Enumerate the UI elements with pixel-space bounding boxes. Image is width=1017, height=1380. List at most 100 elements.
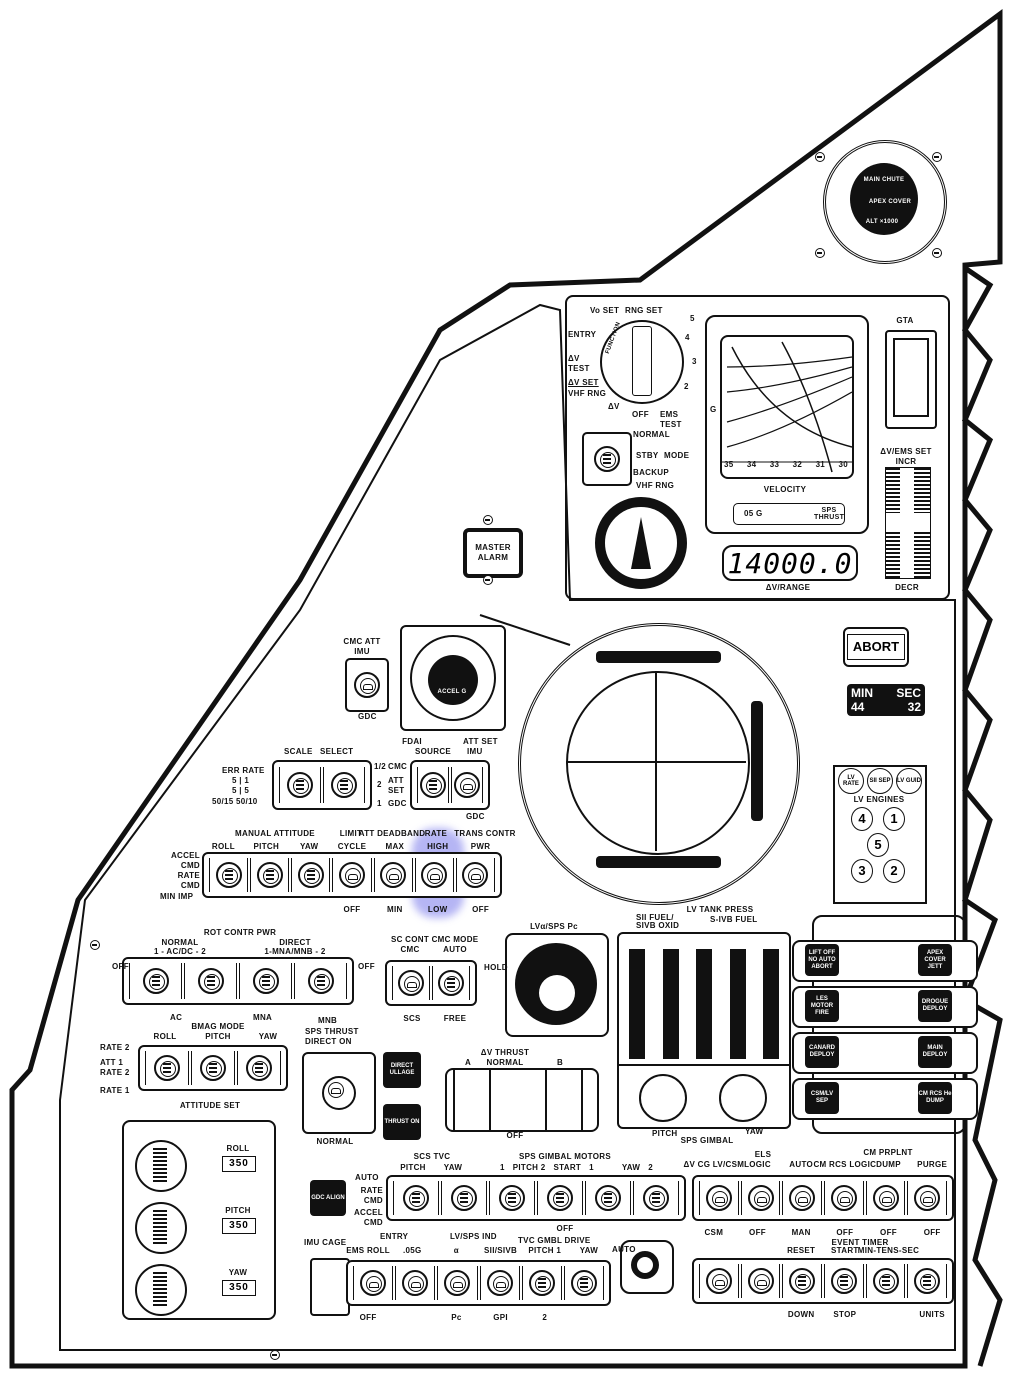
dv-set-thumbwheel[interactable]	[885, 467, 931, 579]
sequence-left-button[interactable]: CSM/LV SEP	[805, 1082, 839, 1114]
ems-pos-dv-test: ΔV TEST	[568, 354, 590, 373]
sequence-right-button[interactable]: APEX COVER JETT	[918, 944, 952, 976]
cmc-att-imu: IMU	[354, 647, 370, 656]
dv-thrust-normal: NORMAL	[486, 1058, 524, 1067]
fdai-scale-switch[interactable]	[287, 771, 313, 798]
scs-side-auto: AUTO	[355, 1173, 379, 1182]
fdai-source-switch[interactable]	[420, 771, 446, 798]
screw-icon	[815, 152, 825, 162]
sequence-right-button[interactable]: MAIN DEPLOY	[918, 1036, 952, 1068]
event-timer-switch[interactable]	[747, 1268, 774, 1294]
rate-thumbwheel[interactable]	[135, 1264, 187, 1316]
direct-ullage-button[interactable]: DIRECT ULLAGE	[383, 1052, 421, 1088]
switch-bottom-label: MIN	[387, 905, 403, 914]
els-switch[interactable]	[830, 1185, 857, 1211]
manual-attitude-switch[interactable]	[215, 862, 242, 888]
dv-thrust-a-switch[interactable]	[453, 1068, 491, 1132]
event-timer-switch[interactable]	[705, 1268, 732, 1294]
sc-cont-bottom: SCS	[403, 1014, 421, 1023]
gimbal-yaw-1-switch[interactable]	[595, 1185, 621, 1211]
sequence-right-button[interactable]: CM RCS He DUMP	[918, 1082, 952, 1114]
master-alarm-label: MASTER ALARM	[475, 543, 511, 562]
scs-tvc-yaw-switch[interactable]	[451, 1185, 477, 1211]
rot-contr-pwr-group: ROT CONTR PWR	[203, 928, 277, 937]
els-switch[interactable]	[747, 1185, 774, 1211]
entry-switch[interactable]	[528, 1270, 555, 1296]
manual-attitude-switch[interactable]	[380, 862, 407, 888]
gimbal-pitch-2-switch[interactable]	[547, 1185, 573, 1211]
dv-thrust-b-switch[interactable]	[545, 1068, 583, 1132]
entry-switch[interactable]	[444, 1270, 471, 1296]
scs-tvc-pitch-switch[interactable]	[403, 1185, 429, 1211]
manual-attitude-switch[interactable]	[462, 862, 489, 888]
entry-switch[interactable]	[402, 1270, 429, 1296]
switch-cell	[455, 858, 495, 892]
screw-icon	[483, 515, 493, 525]
err-rate-label: ERR RATE	[222, 766, 265, 775]
els-switch[interactable]	[914, 1185, 941, 1211]
rot-normal-2-switch[interactable]	[197, 968, 224, 994]
sgm-label: YAW	[621, 1163, 641, 1172]
engine-lamp: 4	[851, 807, 873, 831]
bmag-roll-switch[interactable]	[154, 1055, 180, 1081]
manual-attitude-switch[interactable]	[297, 862, 324, 888]
manual-attitude-switch[interactable]	[421, 862, 448, 888]
manual-attitude-switch[interactable]	[256, 862, 283, 888]
sps-thrust-direct-switch[interactable]	[302, 1052, 376, 1134]
fdai-select: SELECT	[320, 747, 354, 756]
els-switch[interactable]	[789, 1185, 816, 1211]
entry-bank	[346, 1260, 611, 1306]
gdc-align-button[interactable]: GDC ALIGN	[310, 1180, 346, 1216]
event-timer-switch[interactable]	[872, 1268, 899, 1294]
att-set-switch[interactable]	[454, 771, 480, 798]
ems-function-knob[interactable]	[600, 320, 684, 404]
ems-scroll	[705, 315, 869, 534]
entry-switch[interactable]	[486, 1270, 513, 1296]
sequence-left-button[interactable]: CANARD DEPLOY	[805, 1036, 839, 1068]
switch-cell	[353, 1266, 394, 1300]
sequence-left-button[interactable]: LES MOTOR FIRE	[805, 990, 839, 1022]
bmag-pitch-switch[interactable]	[200, 1055, 226, 1081]
entry-auto-knob[interactable]	[631, 1251, 659, 1279]
bmag-yaw-switch[interactable]	[246, 1055, 272, 1081]
switch-bottom-label: GPI	[493, 1313, 508, 1322]
gta-switch[interactable]	[885, 330, 937, 429]
rot-normal-1-switch[interactable]	[142, 968, 169, 994]
gimbal-yaw-2-switch[interactable]	[643, 1185, 669, 1211]
entry-switch[interactable]	[360, 1270, 387, 1296]
sc-cont-bank	[385, 960, 477, 1006]
entry-group: ENTRY	[380, 1232, 409, 1241]
rot-normal: NORMAL	[161, 938, 199, 947]
ems-mode-normal: NORMAL	[633, 430, 670, 439]
main-chute-label: MAIN CHUTE	[863, 177, 905, 183]
ems-mode-switch[interactable]	[582, 432, 632, 486]
sc-cont-switch[interactable]	[398, 970, 424, 996]
cmc-mode-top: AUTO	[443, 945, 467, 954]
fdai-source: SOURCE	[415, 747, 452, 756]
rot-direct-1-switch[interactable]	[252, 968, 279, 994]
els-switch[interactable]	[705, 1185, 732, 1211]
rot-direct-2-switch[interactable]	[307, 968, 334, 994]
manual-attitude-switch[interactable]	[338, 862, 365, 888]
manual-attitude-bank	[202, 852, 502, 898]
rate-thumbwheel[interactable]	[135, 1202, 187, 1254]
event-timer-switch[interactable]	[914, 1268, 941, 1294]
imu-cage-switch[interactable]	[310, 1258, 350, 1316]
thrust-on-button[interactable]: THRUST ON	[383, 1104, 421, 1140]
sequence-right-button[interactable]: DROGUE DEPLOY	[918, 990, 952, 1022]
rate-thumbwheel[interactable]	[135, 1140, 187, 1192]
entry-switch[interactable]	[570, 1270, 597, 1296]
gimbal-pitch-1-switch[interactable]	[499, 1185, 525, 1211]
master-alarm-button[interactable]: MASTER ALARM	[463, 528, 523, 578]
switch-bottom-label: CSM	[704, 1228, 724, 1237]
fdai-att-set: ATT SET	[463, 737, 498, 746]
event-timer-switch[interactable]	[789, 1268, 816, 1294]
sequence-left-button[interactable]: LIFT OFF NO AUTO ABORT	[805, 944, 839, 976]
cmc-att-switch[interactable]	[345, 658, 389, 712]
cmc-mode-switch[interactable]	[438, 970, 464, 996]
switch-top-label: PITCH 1	[528, 1246, 562, 1255]
switch-top-label: CYCLE	[337, 842, 367, 851]
els-switch[interactable]	[872, 1185, 899, 1211]
event-timer-switch[interactable]	[830, 1268, 857, 1294]
fdai-select-switch[interactable]	[331, 771, 357, 798]
